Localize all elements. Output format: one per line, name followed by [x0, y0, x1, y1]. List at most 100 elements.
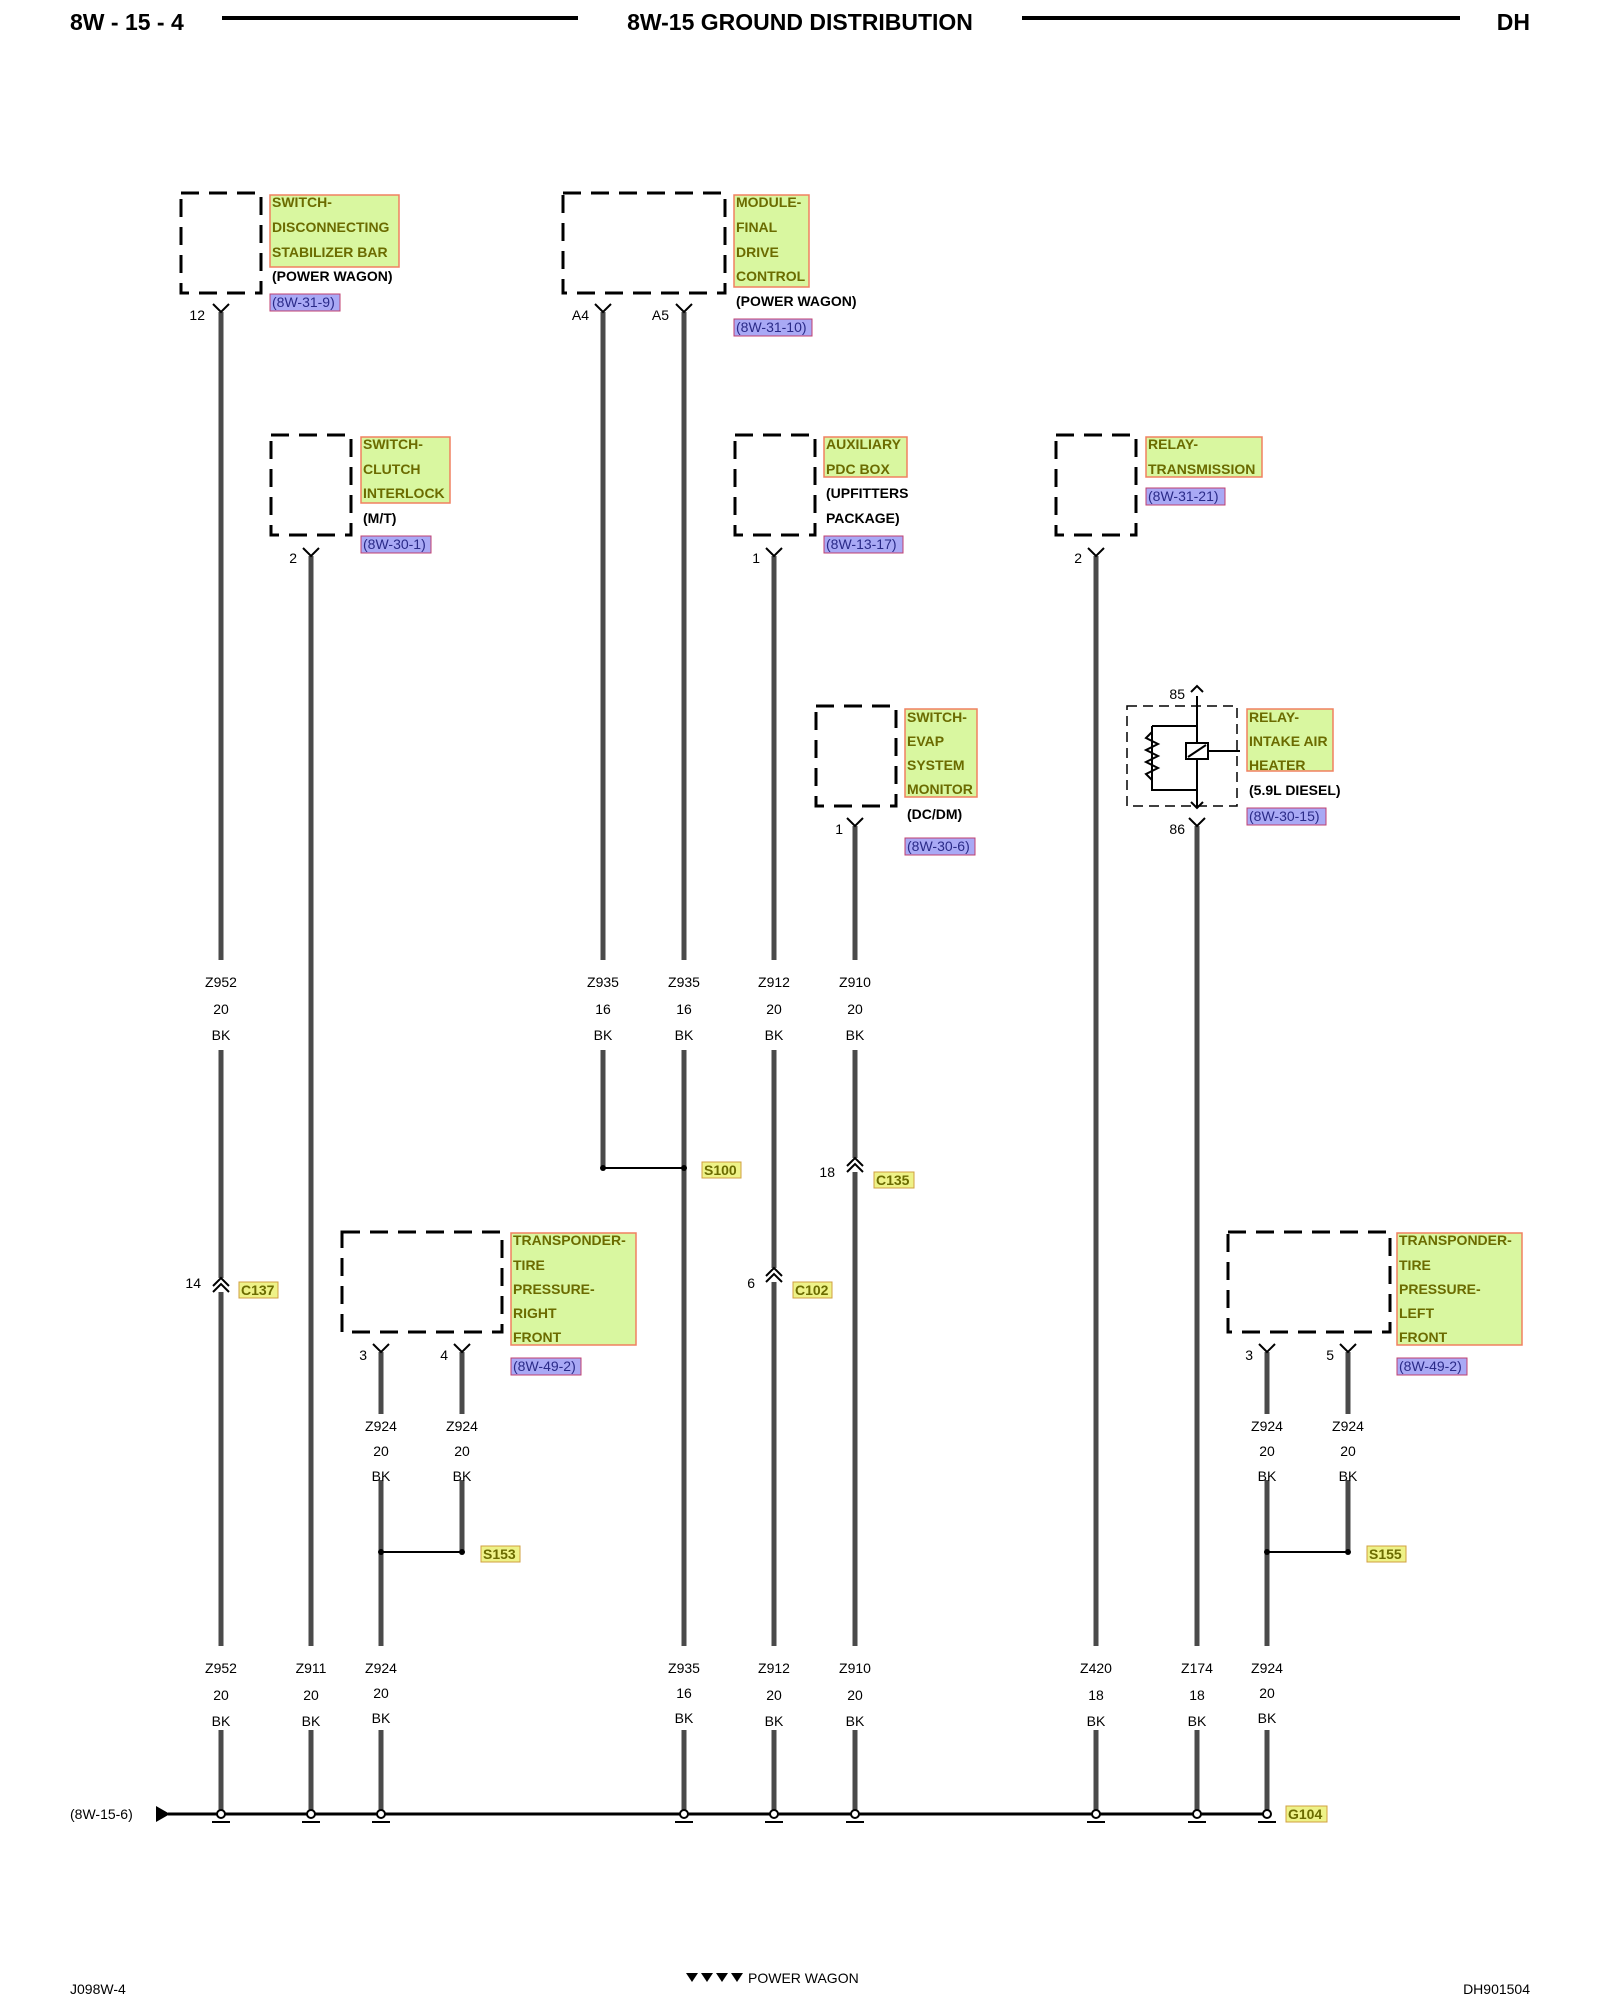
svg-text:SYSTEM: SYSTEM: [907, 757, 965, 773]
stabilizer-switch-box[interactable]: [179, 191, 263, 295]
svg-text:BK: BK: [1087, 1713, 1106, 1729]
svg-text:TIRE: TIRE: [1399, 1257, 1431, 1273]
clutch-switch-box[interactable]: [269, 433, 353, 537]
svg-text:1: 1: [835, 821, 843, 837]
svg-text:16: 16: [676, 1685, 692, 1701]
page-header: 8W - 15 - 4 8W-15 GROUND DISTRIBUTION DH: [70, 9, 1530, 35]
svg-text:A5: A5: [652, 307, 669, 323]
svg-text:BK: BK: [302, 1713, 321, 1729]
svg-text:Z924: Z924: [446, 1418, 478, 1434]
svg-text:TIRE: TIRE: [513, 1257, 545, 1273]
svg-text:(DC/DM): (DC/DM): [907, 806, 962, 822]
connector-c135: C135: [876, 1172, 910, 1188]
pin-numbers: 12 A4 A5 2 1 2 1 85 86 3 4 3 5 14 6 18: [185, 307, 1334, 1363]
svg-text:Z924: Z924: [1251, 1418, 1283, 1434]
svg-text:PRESSURE-: PRESSURE-: [1399, 1281, 1481, 1297]
svg-text:A4: A4: [572, 307, 589, 323]
svg-text:18: 18: [819, 1164, 835, 1180]
svg-text:PDC BOX: PDC BOX: [826, 461, 890, 477]
final-drive-module-box[interactable]: [561, 191, 727, 295]
svg-text:Z910: Z910: [839, 974, 871, 990]
svg-text:BK: BK: [212, 1713, 231, 1729]
page-footer: J098W-4 POWER WAGON DH901504: [70, 1970, 1530, 1997]
svg-text:PRESSURE-: PRESSURE-: [513, 1281, 595, 1297]
svg-text:BK: BK: [1258, 1710, 1277, 1726]
svg-text:(5.9L DIESEL): (5.9L DIESEL): [1249, 782, 1341, 798]
svg-text:20: 20: [766, 1687, 782, 1703]
svg-text:Z924: Z924: [1251, 1660, 1283, 1676]
terminal-marks: [212, 303, 1357, 1354]
svg-text:INTAKE AIR: INTAKE AIR: [1249, 733, 1328, 749]
svg-text:TRANSPONDER-: TRANSPONDER-: [513, 1232, 626, 1248]
svg-text:(8W-13-17): (8W-13-17): [826, 536, 897, 552]
footer-left: J098W-4: [70, 1981, 126, 1997]
svg-text:86: 86: [1169, 821, 1185, 837]
splice-s100: S100: [704, 1162, 737, 1178]
svg-text:18: 18: [1189, 1687, 1205, 1703]
svg-text:BK: BK: [1258, 1468, 1277, 1484]
svg-text:20: 20: [766, 1001, 782, 1017]
evap-switch-label: SWITCH- EVAP SYSTEM MONITOR (DC/DM) (8W-…: [907, 709, 973, 854]
svg-text:STABILIZER BAR: STABILIZER BAR: [272, 244, 388, 260]
svg-text:Z924: Z924: [365, 1660, 397, 1676]
svg-text:(8W-49-2): (8W-49-2): [1399, 1358, 1462, 1374]
wires: [218, 312, 1351, 1814]
svg-text:EVAP: EVAP: [907, 733, 944, 749]
svg-text:DRIVE: DRIVE: [736, 244, 779, 260]
relay-symbol: [1143, 684, 1240, 810]
offpage-ref: (8W-15-6): [70, 1806, 133, 1822]
svg-text:TRANSPONDER-: TRANSPONDER-: [1399, 1232, 1512, 1248]
transmission-relay-label: RELAY- TRANSMISSION (8W-31-21): [1148, 436, 1255, 504]
model-code: DH: [1497, 9, 1530, 35]
svg-text:Z935: Z935: [587, 974, 619, 990]
label-backgrounds: [269, 194, 1523, 1346]
svg-text:14: 14: [185, 1275, 201, 1291]
footer-center: POWER WAGON: [748, 1970, 859, 1986]
svg-text:BK: BK: [846, 1713, 865, 1729]
svg-text:20: 20: [373, 1443, 389, 1459]
svg-text:Z910: Z910: [839, 1660, 871, 1676]
intake-heater-relay-box[interactable]: [1126, 705, 1238, 807]
svg-text:(POWER WAGON): (POWER WAGON): [736, 293, 857, 309]
intake-heater-relay-label: RELAY- INTAKE AIR HEATER (5.9L DIESEL) (…: [1249, 709, 1341, 824]
aux-pdc-box[interactable]: [733, 433, 817, 537]
footer-right: DH901504: [1463, 1981, 1530, 1997]
svg-text:Z952: Z952: [205, 974, 237, 990]
transmission-relay-box[interactable]: [1054, 433, 1138, 537]
svg-text:BK: BK: [594, 1027, 613, 1043]
svg-text:20: 20: [1340, 1443, 1356, 1459]
svg-text:3: 3: [359, 1347, 367, 1363]
evap-switch-box[interactable]: [814, 704, 898, 808]
svg-text:MODULE-: MODULE-: [736, 194, 802, 210]
right-tpms-box[interactable]: [340, 1230, 504, 1334]
svg-text:FRONT: FRONT: [513, 1329, 562, 1345]
svg-text:SWITCH-: SWITCH-: [363, 436, 423, 452]
triangle-icons: [686, 1973, 743, 1982]
svg-text:LEFT: LEFT: [1399, 1305, 1434, 1321]
svg-text:FRONT: FRONT: [1399, 1329, 1448, 1345]
page-number: 8W - 15 - 4: [70, 9, 184, 35]
left-tpms-label: TRANSPONDER- TIRE PRESSURE- LEFT FRONT (…: [1399, 1232, 1512, 1374]
left-tpms-box[interactable]: [1226, 1230, 1392, 1334]
svg-text:PACKAGE): PACKAGE): [826, 510, 900, 526]
svg-text:RELAY-: RELAY-: [1249, 709, 1299, 725]
svg-text:BK: BK: [765, 1027, 784, 1043]
ground-g104: G104: [1288, 1806, 1322, 1822]
component-outlines: [179, 191, 1392, 1334]
ground-bus: [156, 1806, 1276, 1823]
svg-text:Z912: Z912: [758, 1660, 790, 1676]
svg-text:(8W-30-1): (8W-30-1): [363, 536, 426, 552]
svg-text:BK: BK: [1339, 1468, 1358, 1484]
svg-text:RELAY-: RELAY-: [1148, 436, 1198, 452]
svg-text:85: 85: [1169, 686, 1185, 702]
splice-s153: S153: [483, 1546, 516, 1562]
svg-text:20: 20: [373, 1685, 389, 1701]
svg-text:HEATER: HEATER: [1249, 757, 1306, 773]
svg-text:TRANSMISSION: TRANSMISSION: [1148, 461, 1255, 477]
svg-text:2: 2: [289, 550, 297, 566]
svg-text:SWITCH-: SWITCH-: [907, 709, 967, 725]
svg-text:16: 16: [676, 1001, 692, 1017]
connector-labels: C137 C102 C135 S100 S153 S155 G104 (8W-1…: [70, 1162, 1402, 1822]
svg-text:FINAL: FINAL: [736, 219, 778, 235]
